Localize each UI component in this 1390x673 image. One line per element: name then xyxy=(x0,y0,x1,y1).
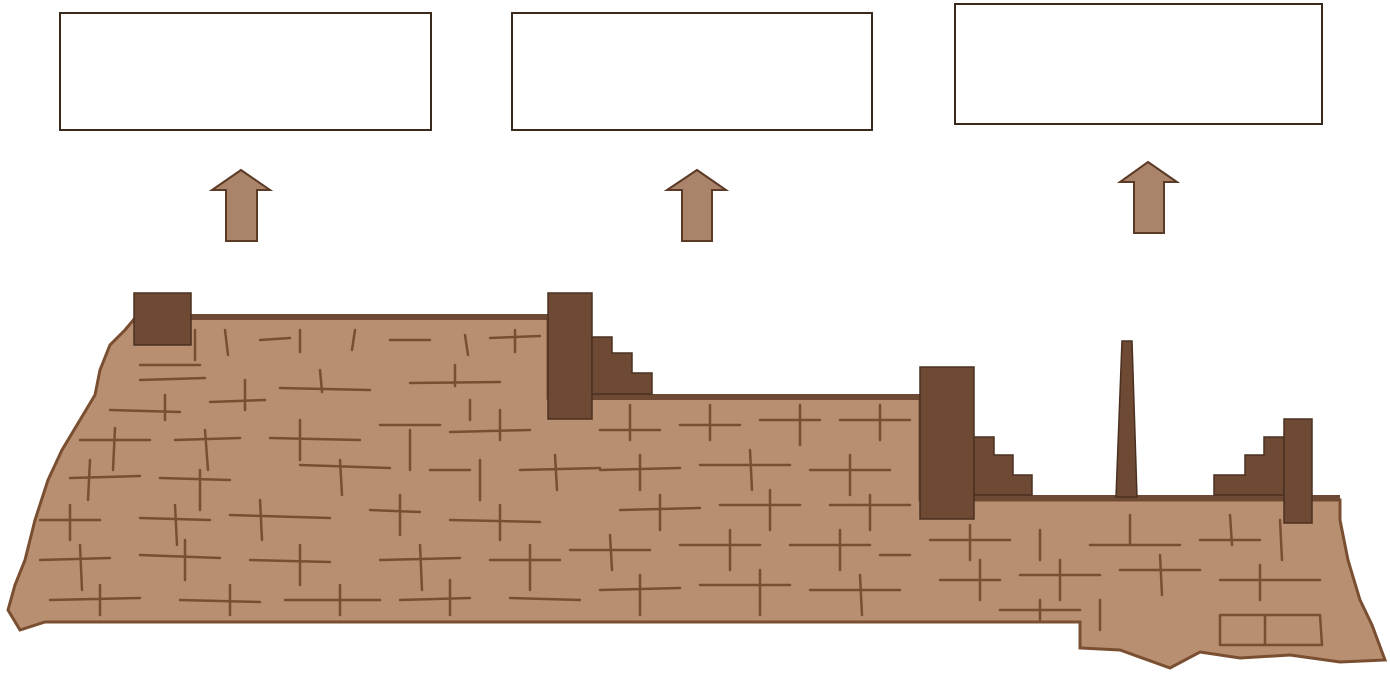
wall-block-2 xyxy=(548,293,592,419)
ground-mass xyxy=(8,318,1385,668)
up-arrow-icon xyxy=(667,170,726,241)
pillar xyxy=(1116,341,1137,497)
staircase-3 xyxy=(1214,437,1284,495)
staircase-2 xyxy=(974,437,1032,495)
wall-block-4 xyxy=(1284,419,1312,523)
wall-block-3 xyxy=(920,367,974,519)
up-arrow-icon xyxy=(1120,162,1177,233)
staircase-1 xyxy=(592,337,652,394)
up-arrow-icon xyxy=(212,170,270,241)
wall-block-1 xyxy=(134,293,191,345)
